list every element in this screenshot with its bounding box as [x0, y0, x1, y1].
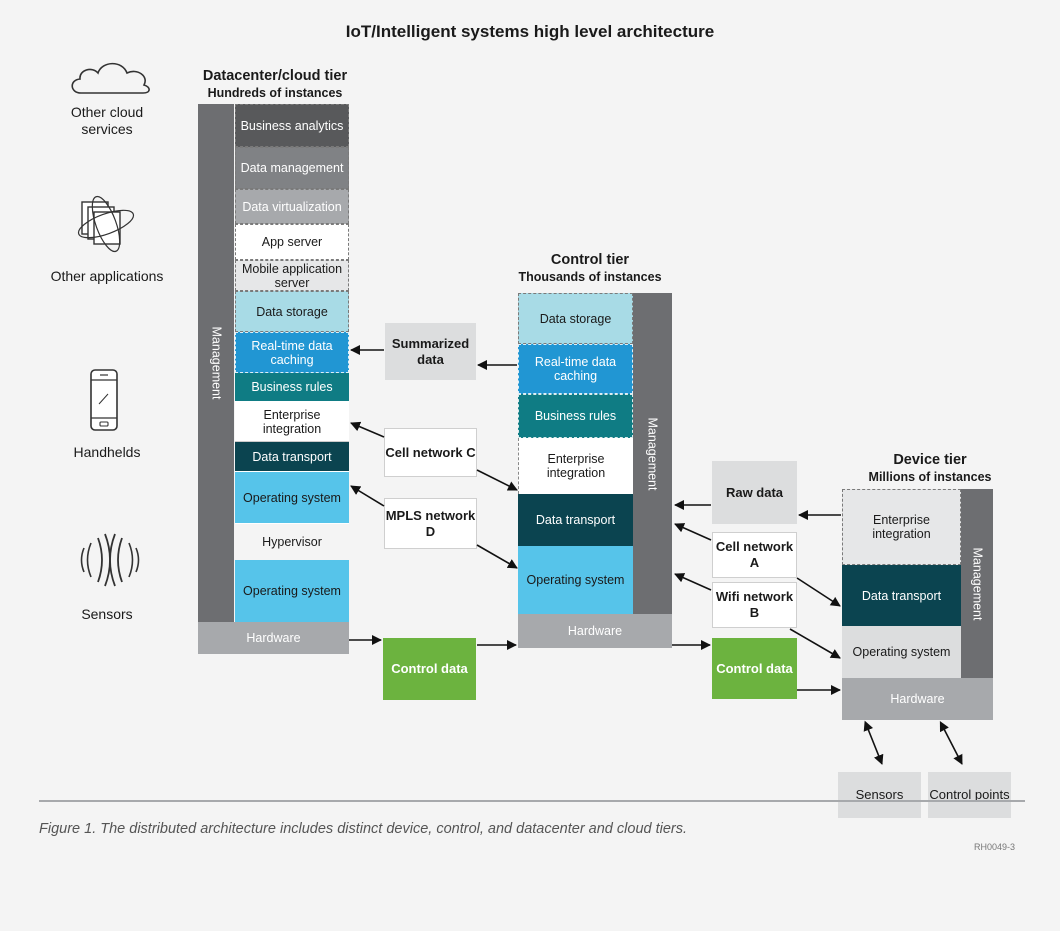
arrow-hardware-control-points — [939, 720, 963, 765]
control-layer-real-time-data-caching: Real-time data caching — [518, 344, 633, 394]
control-management-bar: Management — [633, 293, 672, 614]
mpls-network-d-box: MPLS network D — [384, 498, 477, 549]
arrow-wifi-b-to-control — [674, 573, 712, 591]
datacenter-layer-operating-system-upper: Operating system — [235, 472, 349, 524]
sensors-label: Sensors — [81, 606, 133, 622]
control-tier-header: Control tier Thousands of instances — [490, 252, 690, 286]
sensors-box: Sensors — [838, 772, 921, 818]
datacenter-layer-data-transport: Data transport — [235, 442, 349, 472]
control-layer-operating-system: Operating system — [518, 546, 633, 614]
device-management-bar: Management — [961, 489, 993, 678]
cloud-icon — [71, 62, 150, 94]
device-tier-header: Device tier Millions of instances — [840, 452, 1020, 486]
datacenter-hardware: Hardware — [198, 622, 349, 654]
datacenter-layer-business-analytics: Business analytics — [235, 104, 349, 147]
device-tier-subtitle: Millions of instances — [868, 470, 992, 484]
device-tier-title: Device tier — [893, 452, 967, 468]
sensors-icon — [80, 533, 140, 587]
raw-data-box: Raw data — [712, 461, 797, 524]
datacenter-layer-operating-system-lower: Operating system — [235, 560, 349, 622]
control-points-box: Control points — [928, 772, 1011, 818]
arrow-mpls-to-control — [476, 544, 518, 569]
figure-caption: Figure 1. The distributed architecture i… — [39, 821, 688, 837]
control-data-box-2: Control data — [712, 638, 797, 699]
datacenter-layer-data-management: Data management — [235, 147, 349, 189]
datacenter-management-bar: Management — [198, 104, 234, 622]
cell-network-a-box: Cell network A — [712, 532, 797, 578]
datacenter-layer-business-rules: Business rules — [235, 373, 349, 402]
other-cloud-services-label: Other cloud services — [70, 104, 144, 137]
arrow-hardware-sensors — [863, 720, 884, 765]
device-hardware: Hardware — [842, 678, 993, 720]
handheld-icon — [90, 369, 118, 431]
wifi-network-b-box: Wifi network B — [712, 582, 797, 628]
control-layer-enterprise-integration: Enterprise integration — [518, 438, 633, 494]
control-data-box-1: Control data — [383, 638, 476, 700]
datacenter-layer-app-server: App server — [235, 224, 349, 260]
arrow-cell-c-to-datacenter — [350, 421, 385, 438]
datacenter-tier-subtitle: Hundreds of instances — [207, 86, 343, 100]
cell-network-c-box: Cell network C — [384, 428, 477, 477]
device-layer-operating-system: Operating system — [842, 626, 961, 678]
caption-divider — [39, 800, 1025, 802]
applications-icon — [77, 195, 135, 253]
datacenter-layer-data-virtualization: Data virtualization — [235, 189, 349, 224]
datacenter-layer-real-time-data-caching: Real-time data caching — [235, 332, 349, 373]
datacenter-layer-hypervisor: Hypervisor — [235, 524, 349, 560]
device-layer-enterprise-integration: Enterprise integration — [842, 489, 961, 565]
other-applications-label: Other applications — [50, 268, 164, 284]
diagram-title: IoT/Intelligent systems high level archi… — [345, 22, 715, 41]
control-tier-title: Control tier — [550, 252, 630, 268]
summarized-data-box: Summarized data — [385, 323, 476, 380]
datacenter-tier-title: Datacenter/cloud tier — [202, 68, 348, 84]
control-hardware: Hardware — [518, 614, 672, 648]
handhelds-label: Handhelds — [73, 444, 141, 460]
arrow-cell-a-to-control — [674, 523, 712, 541]
arrow-cell-a-to-device — [796, 577, 841, 607]
datacenter-layer-enterprise-integration: Enterprise integration — [235, 402, 349, 442]
control-layer-business-rules: Business rules — [518, 394, 633, 438]
figure-reference-code: RH0049-3 — [974, 842, 1016, 852]
datacenter-tier-header: Datacenter/cloud tier Hundreds of instan… — [175, 68, 375, 102]
datacenter-layer-data-storage: Data storage — [235, 291, 349, 332]
arrow-wifi-b-to-device — [789, 628, 841, 659]
datacenter-layer-mobile-application-server: Mobile application server — [235, 260, 349, 291]
arrow-cell-c-to-control — [476, 469, 518, 491]
device-layer-data-transport: Data transport — [842, 565, 961, 626]
control-layer-data-storage: Data storage — [518, 293, 633, 344]
control-layer-data-transport: Data transport — [518, 494, 633, 546]
arrow-mpls-to-datacenter — [350, 485, 385, 507]
control-tier-subtitle: Thousands of instances — [518, 270, 662, 284]
